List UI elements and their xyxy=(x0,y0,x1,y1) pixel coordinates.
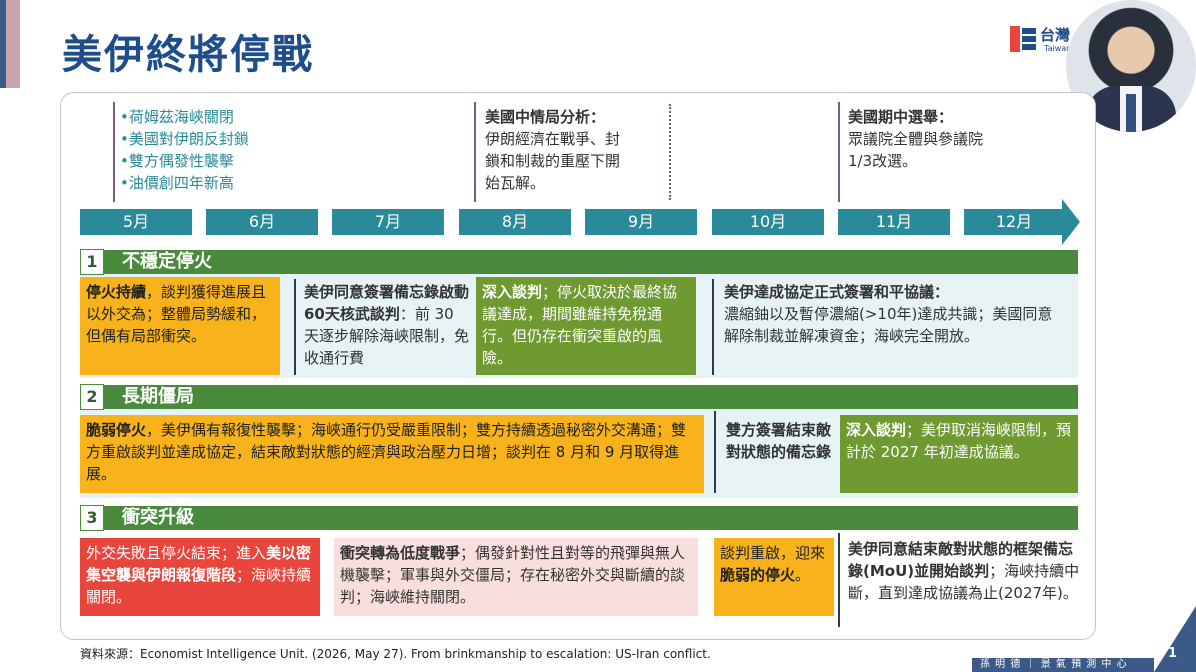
s2-c-bold: 深入談判 xyxy=(846,421,907,439)
month-sep: 9月 xyxy=(585,209,697,235)
s1-b-bold: 美伊同意簽署備忘錄啟動60天核武談判 xyxy=(304,283,470,323)
s2-b-bold: 雙方簽署結束敵對狀態的備忘錄 xyxy=(726,421,832,461)
page-number: 1 xyxy=(1168,646,1178,661)
s3-d-bold: 美伊同意結束敵對狀態的框架備忘錄(MoU)並開始談判 xyxy=(848,540,1074,580)
top-note-line: 1/3改選。 xyxy=(848,152,918,170)
presenter-bar: 孫 明 德 ｜ 景 氣 預 測 中 心 xyxy=(972,658,1154,672)
s3-b-bold: 衝突轉為低度戰爭 xyxy=(340,544,461,562)
top-note-title: 美國中情局分析： xyxy=(485,108,606,126)
timeline-marker-may xyxy=(113,102,115,202)
s3-scenario-card: 外交失敗且停火結束；進入美以密集空襲與伊朗報復階段；海峽持續關閉。 xyxy=(80,538,320,616)
top-note-line: 伊朗經濟在戰爭、封 xyxy=(485,130,621,148)
s1-d-bold: 美伊達成協定正式簽署和平協議： xyxy=(724,283,950,301)
logo-subtext: Taiwan xyxy=(1044,44,1072,53)
s1-negotiation-card: 深入談判；停火取決於最終協議達成，期間雖維持免稅通行。但仍存在衝突重啟的風險。 xyxy=(476,277,696,375)
s2-a-bold: 脆弱停火 xyxy=(86,421,147,439)
section-2-header xyxy=(80,385,1078,409)
top-note-item: •美國對伊朗反封鎖 xyxy=(120,130,249,148)
s3-a-text1: 外交失敗且停火結束；進入 xyxy=(86,544,267,562)
month-dec: 12月 xyxy=(964,209,1064,235)
month-oct: 10月 xyxy=(712,209,824,235)
logo-icon xyxy=(1010,26,1036,52)
top-note-line: 鎖和制裁的重壓下開 xyxy=(485,152,621,170)
divider xyxy=(714,411,716,493)
s1-peace-card: 美伊達成協定正式簽署和平協議： 濃縮鈾以及暫停濃縮(>10年)達成共識；美國同意解… xyxy=(718,277,1070,375)
month-nov: 11月 xyxy=(838,209,950,235)
section-1-label: 不穩定停火 xyxy=(122,251,212,272)
divider xyxy=(838,533,840,627)
s1-a-bold: 停火持續 xyxy=(86,283,147,301)
s3-c-text2: 。 xyxy=(795,566,811,584)
s1-c-bold: 深入談判 xyxy=(482,283,543,301)
top-note-may: •荷姆茲海峽關閉 •美國對伊朗反封鎖 •雙方偶發性襲擊 •油價創四年新高 xyxy=(120,106,249,194)
section-3-number: 3 xyxy=(80,505,104,531)
accent-bar xyxy=(0,0,6,88)
month-jun: 6月 xyxy=(206,209,318,235)
s3-a-bold: 美以密集空襲與伊朗報復階段 xyxy=(86,544,312,584)
section-1-number: 1 xyxy=(80,249,104,275)
footer-corner xyxy=(1154,606,1196,672)
top-note-title: 美國期中選舉： xyxy=(848,108,954,126)
s2-c-text: ；美伊取消海峽限制，預計於 2027 年初達成協議。 xyxy=(846,421,1072,461)
s3-d-text: ；海峽持續中斷，直到達成協議為止(2027年)。 xyxy=(848,562,1080,602)
s2-a-text: ，美伊偶有報復性襲擊；海峽通行仍受嚴重限制；雙方持續透過秘密外交溝通；雙方重啟談… xyxy=(86,421,687,483)
month-aug: 8月 xyxy=(459,209,571,235)
s3-c-bold: 脆弱的停火 xyxy=(720,566,796,584)
top-note-item: •荷姆茲海峽關閉 xyxy=(120,108,234,126)
timeline-marker-sep xyxy=(669,104,671,200)
top-note-line: 始瓦解。 xyxy=(485,174,546,192)
page-title: 美伊終將停戰 xyxy=(62,32,314,78)
s2-negotiation-card: 深入談判；美伊取消海峽限制，預計於 2027 年初達成協議。 xyxy=(840,415,1078,493)
top-note-item: •雙方偶發性襲擊 xyxy=(120,152,234,170)
timeline-marker-aug xyxy=(474,102,476,202)
logo: 台灣 Taiwan xyxy=(1010,22,1072,56)
section-1-header xyxy=(80,250,1078,274)
s1-scenario-card: 停火持續，談判獲得進展且以外交為；整體局勢緩和，但偶有局部衝突。 xyxy=(80,277,280,375)
s3-c-text1: 談判重啟，迎來 xyxy=(720,544,826,562)
timeline-marker-nov xyxy=(838,102,840,202)
s2-mou-card: 雙方簽署結束敵對狀態的備忘錄 xyxy=(720,415,838,493)
section-3-header xyxy=(80,506,1078,530)
section-3-label: 衝突升級 xyxy=(122,507,194,528)
s3-a-text2: ；海峽持續關閉。 xyxy=(86,566,312,606)
s1-b-text: ：前 30 天逐步解除海峽限制，免收通行費 xyxy=(304,305,470,367)
s1-c-text: ；停火取決於最終協議達成，期間雖維持免稅通行。但仍存在衝突重啟的風險。 xyxy=(482,283,678,367)
accent-bar-secondary xyxy=(6,0,20,88)
s1-mou-card: 美伊同意簽署備忘錄啟動60天核武談判：前 30 天逐步解除海峽限制，免收通行費 xyxy=(298,277,476,375)
s3-b-text: ；偶發針對性且對等的飛彈與無人機襲擊；軍事與外交僵局；存在秘密外交與斷續的談判；… xyxy=(340,544,686,606)
section-2-label: 長期僵局 xyxy=(122,386,194,407)
month-may: 5月 xyxy=(80,209,192,235)
s3-ceasefire-card: 談判重啟，迎來脆弱的停火。 xyxy=(714,538,834,616)
top-note-cia: 美國中情局分析： 伊朗經濟在戰爭、封 鎖和制裁的重壓下開 始瓦解。 xyxy=(485,106,620,194)
s1-d-text: 濃縮鈾以及暫停濃縮(>10年)達成共識；美國同意解除制裁並解凍資金；海峽完全開放… xyxy=(724,305,1053,345)
s2-scenario-card: 脆弱停火，美伊偶有報復性襲擊；海峽通行仍受嚴重限制；雙方持續透過秘密外交溝通；雙… xyxy=(80,415,704,493)
timeline-arrow-icon xyxy=(1062,199,1080,245)
divider xyxy=(294,279,296,375)
section-2-number: 2 xyxy=(80,384,104,410)
top-note-line: 眾議院全體與參議院 xyxy=(848,130,984,148)
top-note-election: 美國期中選舉： 眾議院全體與參議院 1/3改選。 xyxy=(848,106,983,172)
s3-low-war-card: 衝突轉為低度戰爭；偶發針對性且對等的飛彈與無人機襲擊；軍事與外交僵局；存在秘密外… xyxy=(334,538,698,616)
logo-text: 台灣 xyxy=(1040,26,1071,44)
divider xyxy=(712,279,714,375)
top-note-item: •油價創四年新高 xyxy=(120,174,234,192)
s1-a-text: ，談判獲得進展且以外交為；整體局勢緩和，但偶有局部衝突。 xyxy=(86,283,267,345)
s3-framework-card: 美伊同意結束敵對狀態的框架備忘錄(MoU)並開始談判；海峽持續中斷，直到達成協議… xyxy=(842,534,1092,630)
presenter-tie xyxy=(1126,94,1136,132)
source-citation: 資料來源：Economist Intelligence Unit. (2026,… xyxy=(80,647,711,661)
presenter-video xyxy=(1066,0,1196,132)
month-jul: 7月 xyxy=(332,209,444,235)
